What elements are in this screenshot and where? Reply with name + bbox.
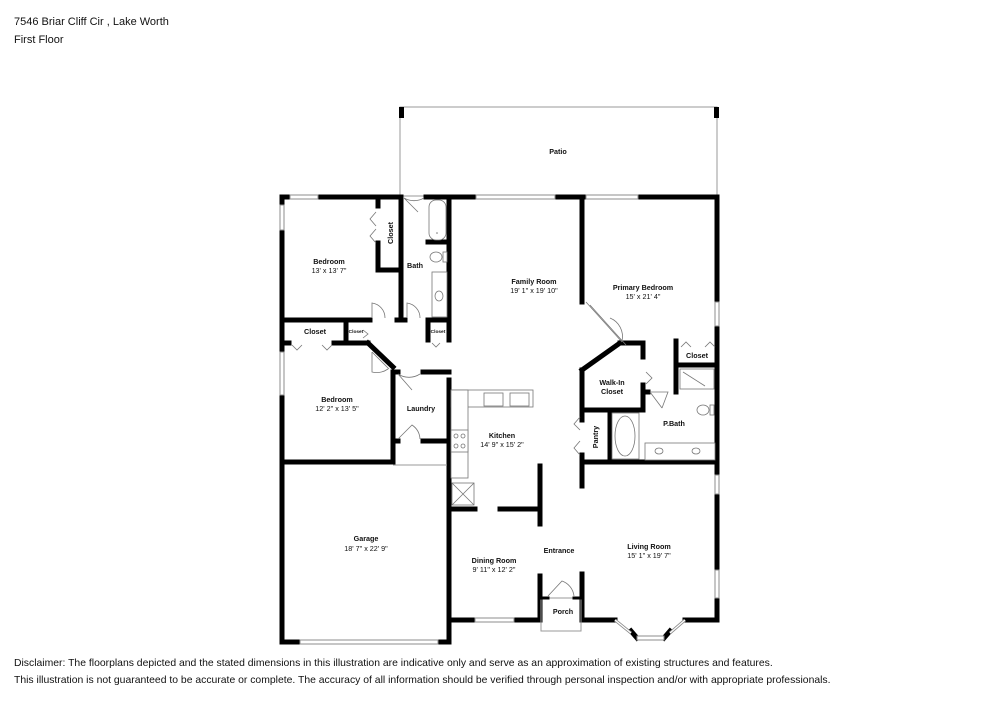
primary-bedroom-dims: 15' x 21' 4": [626, 292, 661, 301]
primary-closet-label: Closet: [686, 351, 709, 360]
windows: [279, 194, 720, 645]
walk-in-closet-label: Walk-In: [599, 378, 624, 387]
dining-room-label: Dining Room: [472, 556, 517, 565]
fixtures: [393, 199, 716, 632]
room-labels: Patio Bedroom 13' x 13' 7" Closet Bath C…: [304, 147, 709, 616]
family-room-dims: 19' 1" x 19' 10": [510, 286, 558, 295]
bedroom2-label: Bedroom: [313, 257, 345, 266]
kitchen-dims: 14' 9" x 15' 2": [480, 440, 524, 449]
disclaimer-line-1: Disclaimer: The floorplans depicted and …: [14, 658, 773, 669]
walk-in-closet-label-2: Closet: [601, 387, 624, 396]
bedroom3-dims: 12' 2" x 13' 5": [315, 404, 359, 413]
bath-label: Bath: [407, 261, 423, 270]
bedroom3-label: Bedroom: [321, 395, 353, 404]
closet-b2-label: Closet: [386, 221, 395, 244]
small-closet-1-label: Closet: [349, 329, 364, 335]
pantry-label: Pantry: [591, 426, 600, 448]
kitchen-label: Kitchen: [489, 431, 515, 440]
garage-label: Garage: [354, 534, 379, 543]
entrance-label: Entrance: [544, 546, 575, 555]
property-address: 7546 Briar Cliff Cir , Lake Worth: [14, 16, 169, 28]
porch-label: Porch: [553, 607, 573, 616]
walls: [279, 194, 720, 645]
doors: [291, 197, 716, 597]
living-room-dims: 15' 1" x 19' 7": [627, 551, 671, 560]
floor-label: First Floor: [14, 34, 64, 46]
disclaimer-line-2: This illustration is not guaranteed to b…: [14, 675, 831, 686]
bedroom2-dims: 13' x 13' 7": [312, 266, 347, 275]
dining-room-dims: 9' 11" x 12' 2": [473, 565, 516, 574]
hall-closet-label: Closet: [304, 327, 327, 336]
p-bath-label: P.Bath: [663, 419, 685, 428]
living-room-label: Living Room: [627, 542, 671, 551]
small-closet-2-label: Closet: [431, 329, 446, 335]
laundry-label: Laundry: [407, 404, 435, 413]
garage-dims: 18' 7" x 22' 9": [344, 544, 388, 553]
patio-label: Patio: [549, 147, 567, 156]
family-room-label: Family Room: [511, 277, 556, 286]
primary-bedroom-label: Primary Bedroom: [613, 283, 673, 292]
